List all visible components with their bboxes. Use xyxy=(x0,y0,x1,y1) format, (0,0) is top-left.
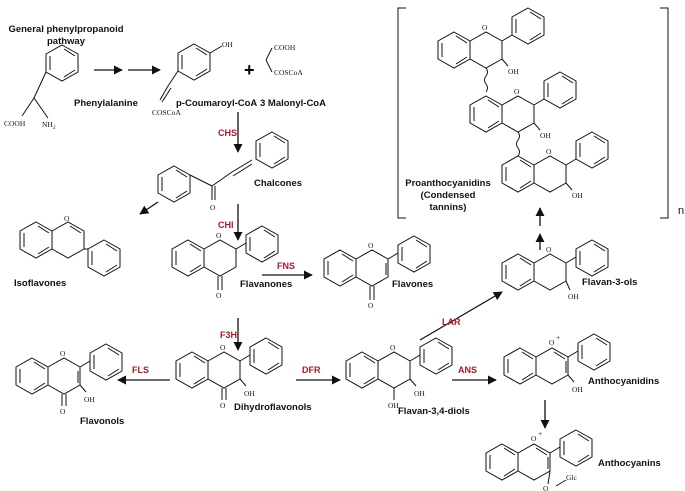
proanthocyanidins-label-2: (Condensed xyxy=(421,190,476,201)
oh-group: OH xyxy=(414,389,425,398)
oxygen-atom: O xyxy=(220,343,226,352)
oxygen-atom: O xyxy=(60,407,66,416)
flavan-3-ols-label: Flavan-3-ols xyxy=(582,277,637,288)
proanthocyanidins-label-3: tannins) xyxy=(430,202,467,213)
proanthocyanidins-label-1: Proanthocyanidins xyxy=(405,178,491,189)
oxonium-charge: + xyxy=(556,333,560,342)
oxygen-atom: O xyxy=(64,214,70,223)
enzyme-fls: FLS xyxy=(132,365,149,375)
oxygen-atom: O xyxy=(543,484,549,491)
anthocyanidins-label: Anthocyanidins xyxy=(588,376,659,387)
proanthocyanidin-brackets xyxy=(397,7,669,219)
anthocyanins-label: Anthocyanins xyxy=(598,458,661,469)
anthocyanidin-structure: O + OH xyxy=(503,333,611,394)
malonyl-coa-label: 3 Malonyl-CoA xyxy=(260,98,326,109)
oxygen-atom: O xyxy=(514,87,520,96)
oh-group: OH xyxy=(84,395,95,404)
p-coumaroyl-coa-label: p-Coumaroyl-CoA xyxy=(176,98,257,109)
cooh-group: COOH xyxy=(274,43,296,52)
cooh-group: COOH xyxy=(4,119,26,128)
polymer-n: n xyxy=(678,205,684,217)
chalcone-structure: O xyxy=(157,131,289,212)
proanthocyanidin-structure: O OH O OH O OH xyxy=(437,7,609,200)
oxygen-atom: O xyxy=(368,301,374,310)
plus-sign: + xyxy=(244,60,255,80)
flavone-structure: O O xyxy=(323,235,431,310)
flavonols-label: Flavonols xyxy=(80,416,124,427)
oxygen-atom: O xyxy=(210,203,216,212)
enzyme-fns: FNS xyxy=(277,261,295,271)
phenylalanine-label: Phenylalanine xyxy=(74,98,138,109)
glucose-group: Glc xyxy=(566,473,578,482)
oxonium-charge: + xyxy=(538,429,542,438)
oxygen-atom: O xyxy=(531,434,537,443)
oxygen-atom: O xyxy=(220,401,226,410)
flavan-3-ol-structure: O OH xyxy=(501,239,609,301)
flavones-label: Flavones xyxy=(392,279,433,290)
phenylalanine-structure: COOH NH2 xyxy=(4,44,79,131)
oxygen-atom: O xyxy=(546,245,552,254)
oxygen-atom: O xyxy=(60,349,66,358)
enzyme-chi: CHI xyxy=(218,220,234,230)
oh-group: OH xyxy=(244,389,255,398)
flavanones-label: Flavanones xyxy=(240,279,292,290)
oh-group: OH xyxy=(572,385,583,394)
dihydroflavonol-structure: O O OH xyxy=(175,337,283,410)
flavan-3-4-diols-label: Flavan-3,4-diols xyxy=(398,406,470,417)
enzyme-f3h: F3H xyxy=(220,330,237,340)
chalcones-label: Chalcones xyxy=(254,178,302,189)
oh-group: OH xyxy=(388,401,399,410)
oxygen-atom: O xyxy=(546,147,552,156)
general-pathway-label-1: General phenylpropanoid xyxy=(8,24,123,35)
oxygen-atom: O xyxy=(216,231,222,240)
malonyl-coa-structure: COOH COSCoA xyxy=(265,43,303,77)
isoflavones-label: Isoflavones xyxy=(14,278,66,289)
oxygen-atom: O xyxy=(482,23,488,32)
p-coumaroyl-coa-structure: OH COSCoA xyxy=(152,40,233,117)
flavan-3-4-diol-structure: O OH OH xyxy=(345,337,453,410)
oh-group: OH xyxy=(572,191,583,200)
enzyme-chs: CHS xyxy=(218,128,237,138)
general-pathway-label-2: pathway xyxy=(47,36,86,47)
enzyme-dfr: DFR xyxy=(302,365,321,375)
enzyme-lar: LAR xyxy=(442,317,461,327)
flavanone-structure: O O xyxy=(171,225,279,300)
oh-group: OH xyxy=(508,67,519,76)
oxygen-atom: O xyxy=(390,343,396,352)
coscoa-group: COSCoA xyxy=(274,68,303,77)
coscoa-group: COSCoA xyxy=(152,108,181,117)
oxygen-atom: O xyxy=(216,291,222,300)
nh2-group: NH2 xyxy=(42,120,56,131)
arrow-chalcone-isoflavone xyxy=(139,201,159,215)
oh-group: OH xyxy=(222,40,233,49)
arrow-lar xyxy=(419,291,503,341)
oh-group: OH xyxy=(568,292,579,301)
anthocyanin-structure: O + O Glc xyxy=(485,429,593,491)
oxygen-atom: O xyxy=(549,338,555,347)
dihydroflavonols-label: Dihydroflavonols xyxy=(234,402,312,413)
oh-group: OH xyxy=(540,131,551,140)
enzyme-ans: ANS xyxy=(458,365,477,375)
flavonol-structure: O O OH xyxy=(15,343,123,416)
isoflavone-structure: O xyxy=(19,214,121,277)
oxygen-atom: O xyxy=(368,241,374,250)
